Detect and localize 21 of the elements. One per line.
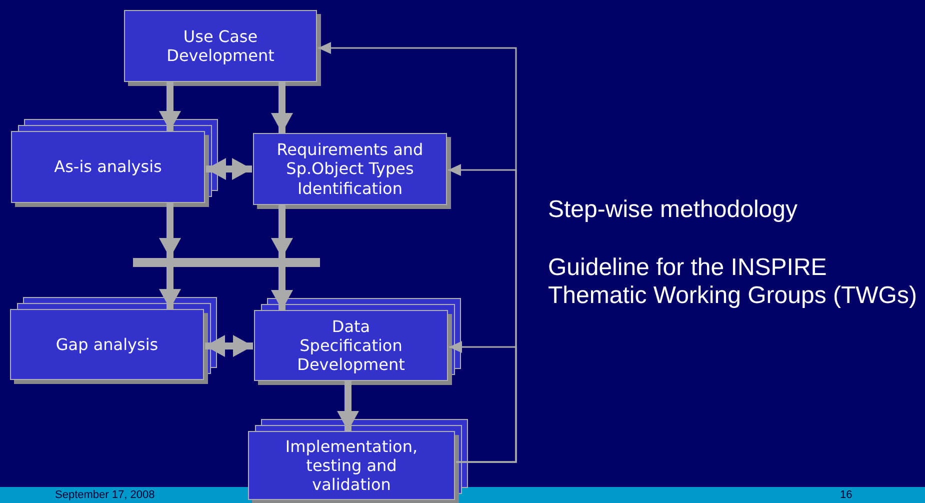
box-label: Requirements and Sp.Object Types Identification <box>276 140 424 198</box>
box-label: As-is analysis <box>54 157 162 177</box>
sync-bar <box>133 258 320 267</box>
arrow <box>206 158 252 180</box>
arrow <box>159 203 181 258</box>
arrow <box>337 381 359 431</box>
arrow <box>271 205 293 258</box>
note-text: Step-wise methodology <box>548 196 798 224</box>
arrow <box>271 267 293 310</box>
box-label: Gap analysis <box>56 334 158 354</box>
arrow <box>159 267 181 309</box>
note-text: Guideline for the INSPIRE Thematic Working Groups (TWGs) <box>548 254 918 310</box>
box-label: Data Specification Development <box>296 316 406 374</box>
arrow <box>271 82 293 133</box>
arrow <box>449 341 517 463</box>
arrow <box>205 335 253 357</box>
arrow <box>159 82 181 131</box>
box-label: Use Case Development <box>166 26 276 66</box>
page-number: 16 <box>840 490 852 501</box>
box-label: Implementation, testing and validation <box>284 436 419 494</box>
footer-date: September 17, 2008 <box>55 490 155 501</box>
